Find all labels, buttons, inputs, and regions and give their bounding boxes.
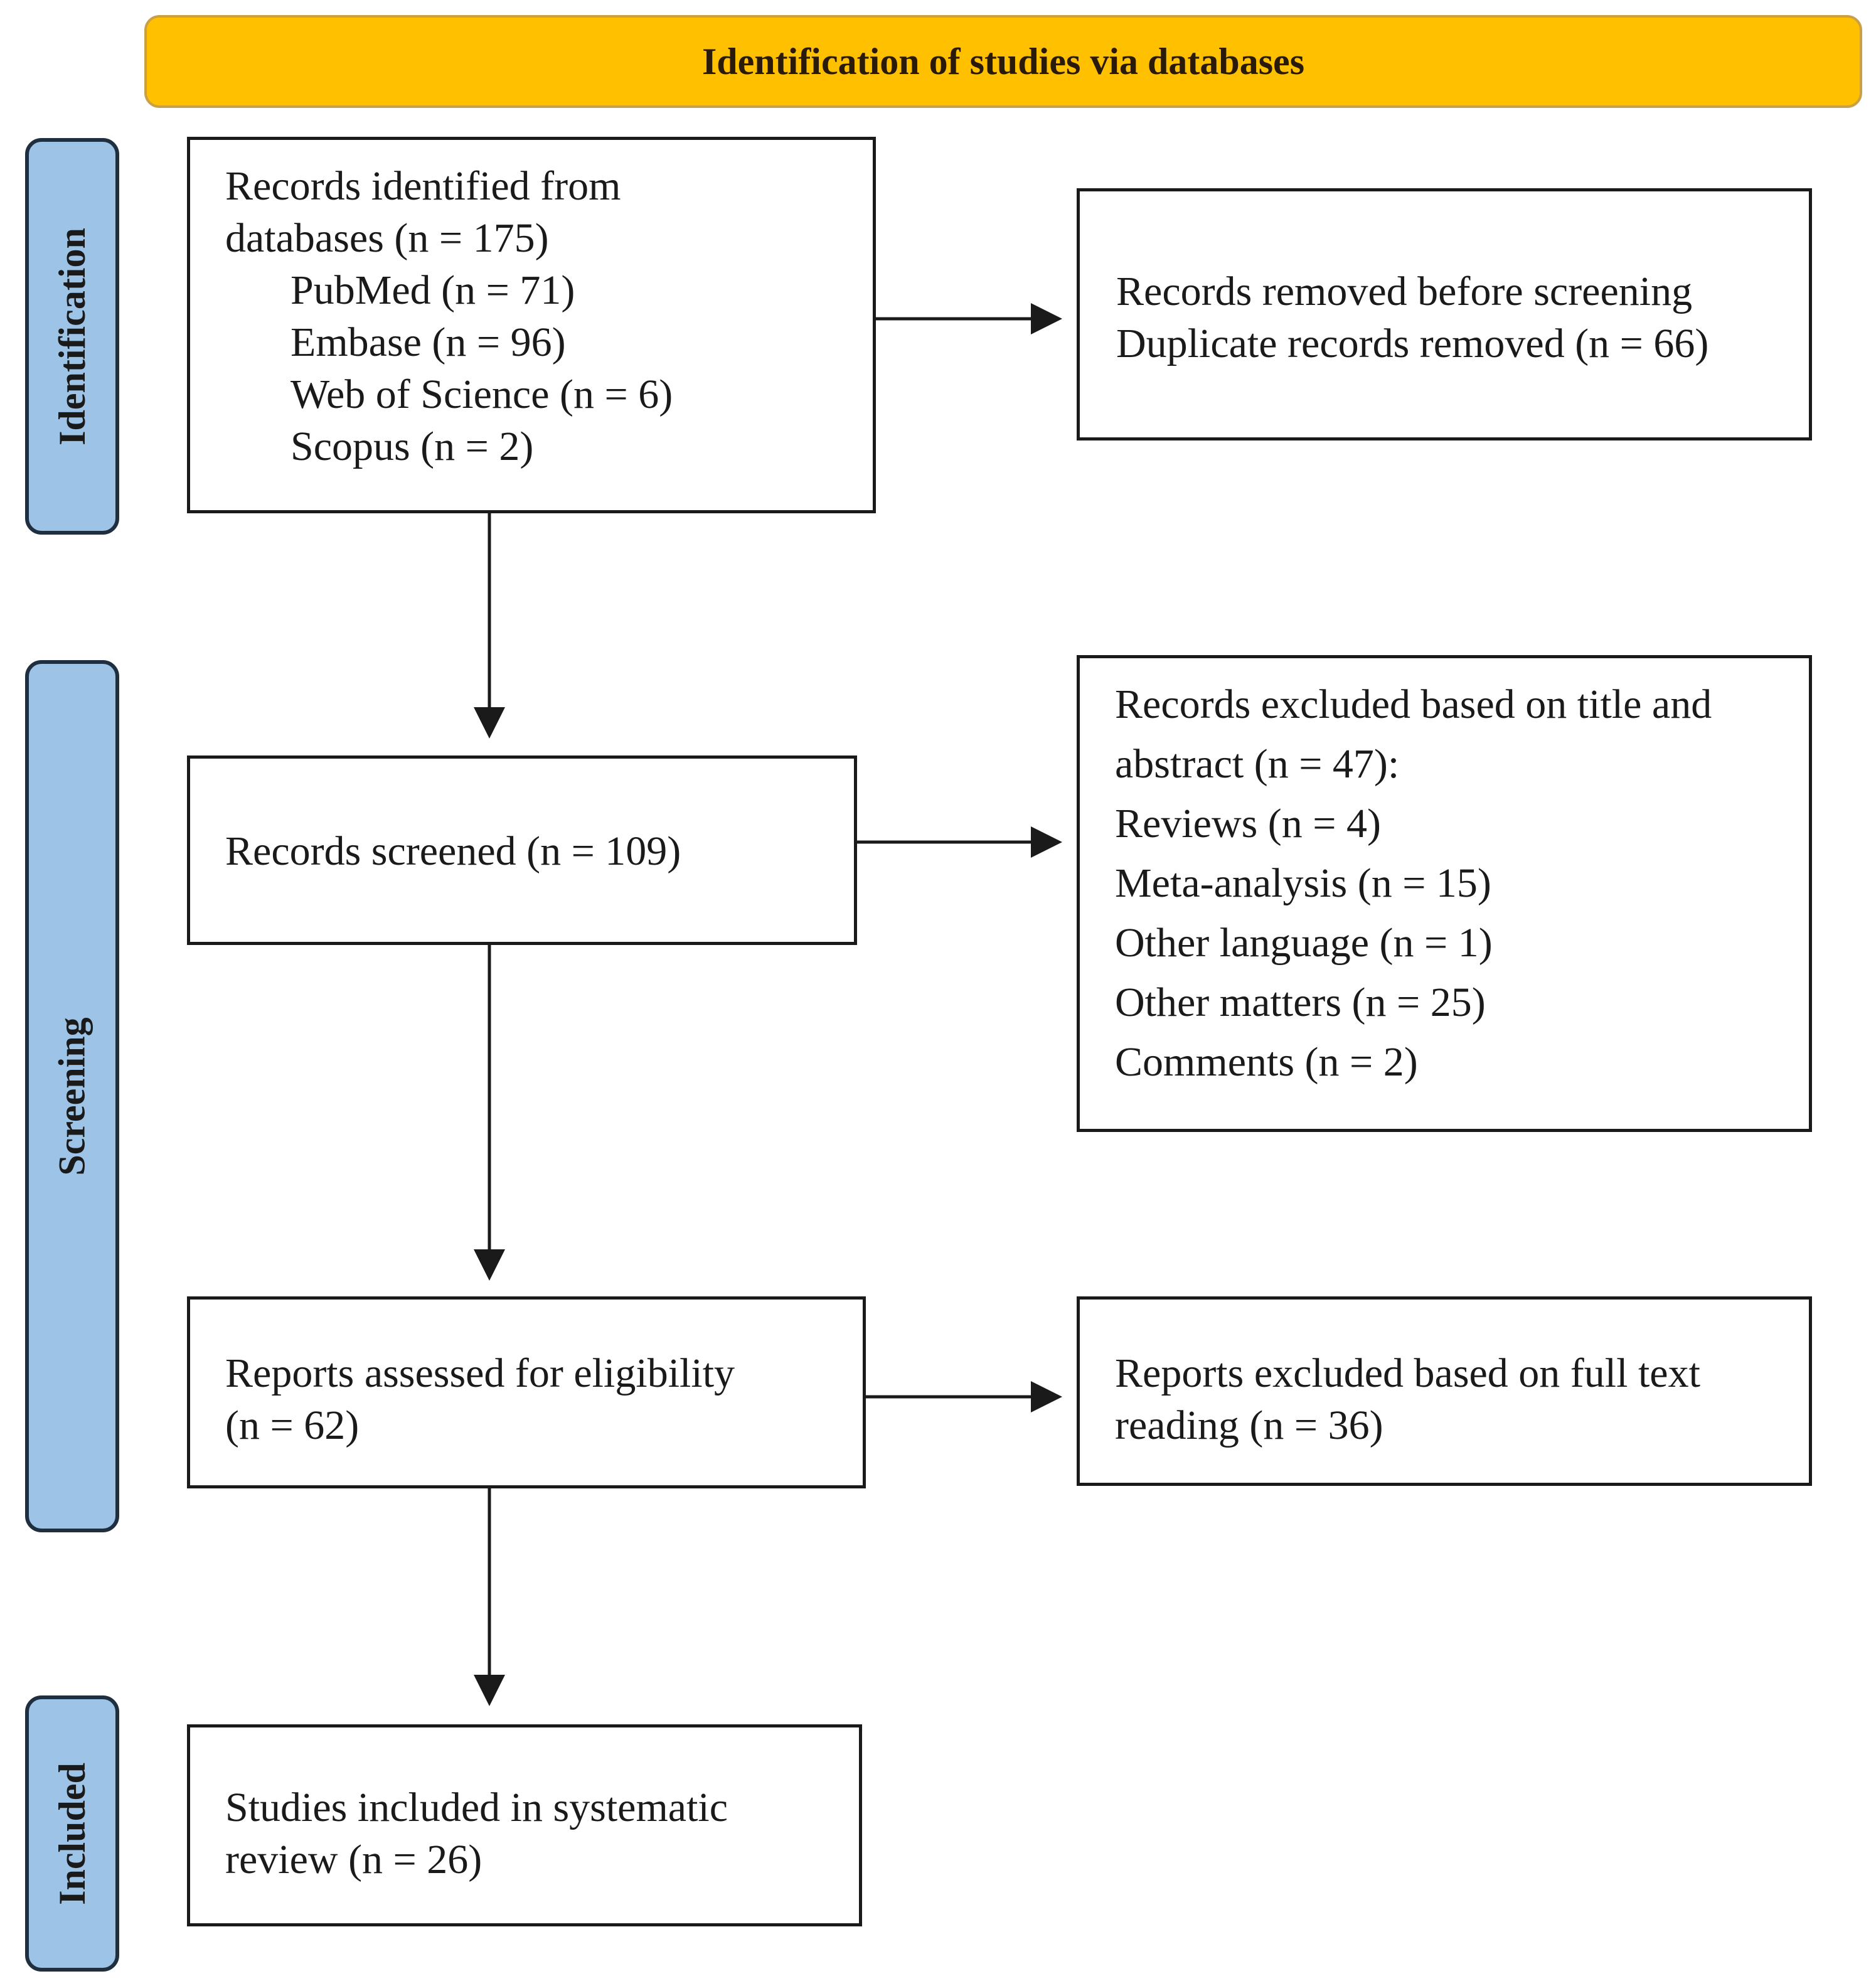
records-removed-line-1: Records removed before screening — [1116, 269, 1693, 314]
records-excluded-line-2: abstract (n = 47): — [1115, 741, 1400, 787]
records-screened-line-1: Records screened (n = 109) — [225, 828, 681, 874]
phase-included: Included — [25, 1695, 119, 1972]
records-identified-box: Records identified from databases (n = 1… — [187, 137, 876, 513]
studies-included-line-1: Studies included in systematic — [225, 1785, 728, 1830]
phase-identification: Identification — [25, 138, 119, 535]
records-identified-line-1: Records identified from — [225, 163, 621, 209]
source-embase: Embase (n = 96) — [290, 319, 566, 365]
records-removed-box: Records removed before screening Duplica… — [1077, 188, 1812, 440]
source-scopus: Scopus (n = 2) — [290, 424, 534, 469]
excluded-meta-analysis: Meta-analysis (n = 15) — [1115, 860, 1491, 906]
records-screened-box: Records screened (n = 109) — [187, 755, 857, 945]
records-excluded-line-1: Records excluded based on title and — [1115, 681, 1712, 727]
phase-screening: Screening — [25, 660, 119, 1532]
source-pubmed: PubMed (n = 71) — [290, 267, 575, 313]
studies-included-line-2: review (n = 26) — [225, 1837, 482, 1882]
identification-header: Identification of studies via databases — [144, 15, 1862, 108]
reports-excluded-box: Reports excluded based on full text read… — [1077, 1296, 1812, 1486]
records-removed-line-2: Duplicate records removed (n = 66) — [1116, 321, 1709, 366]
studies-included-box: Studies included in systematic review (n… — [187, 1724, 862, 1926]
reports-excluded-line-1: Reports excluded based on full text — [1115, 1350, 1700, 1396]
excluded-reviews: Reviews (n = 4) — [1115, 801, 1381, 846]
reports-assessed-line-2: (n = 62) — [225, 1402, 360, 1448]
excluded-comments: Comments (n = 2) — [1115, 1039, 1418, 1085]
records-identified-line-2: databases (n = 175) — [225, 215, 549, 261]
reports-assessed-line-1: Reports assessed for eligibility — [225, 1350, 735, 1396]
excluded-other-language: Other language (n = 1) — [1115, 920, 1493, 966]
header-title: Identification of studies via databases — [701, 40, 1305, 82]
excluded-other-matters: Other matters (n = 25) — [1115, 980, 1486, 1025]
records-excluded-box: Records excluded based on title and abst… — [1077, 655, 1812, 1132]
reports-assessed-box: Reports assessed for eligibility (n = 62… — [187, 1296, 866, 1488]
reports-excluded-line-2: reading (n = 36) — [1115, 1402, 1383, 1448]
source-web-of-science: Web of Science (n = 6) — [290, 371, 673, 417]
